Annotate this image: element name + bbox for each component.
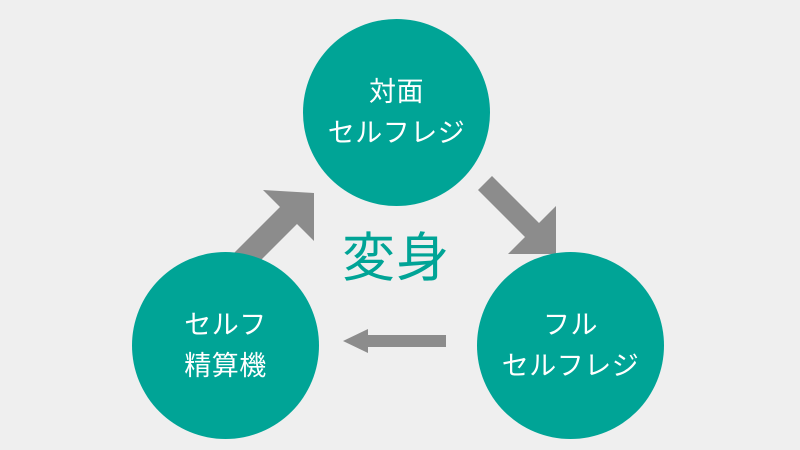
- arrow-top-to-right: [475, 176, 556, 254]
- node-taimen-self-register[interactable]: 対面 セルフレジ: [303, 19, 490, 206]
- center-label-henshin: 変身: [342, 229, 450, 288]
- node-self-settlement-machine[interactable]: セルフ 精算機: [132, 252, 319, 439]
- arrow-left-to-top: [233, 190, 314, 271]
- arrow-right-to-left: [343, 329, 446, 353]
- node-top-line-1: 対面: [369, 76, 424, 107]
- node-top-line-2: セルフレジ: [327, 117, 466, 148]
- node-right-line-2: セルフレジ: [501, 350, 640, 381]
- node-full-self-register[interactable]: フル セルフレジ: [477, 252, 664, 439]
- node-left-line-1: セルフ: [184, 309, 267, 340]
- node-left-line-2: 精算機: [184, 350, 267, 381]
- node-right-line-1: フル: [543, 309, 598, 340]
